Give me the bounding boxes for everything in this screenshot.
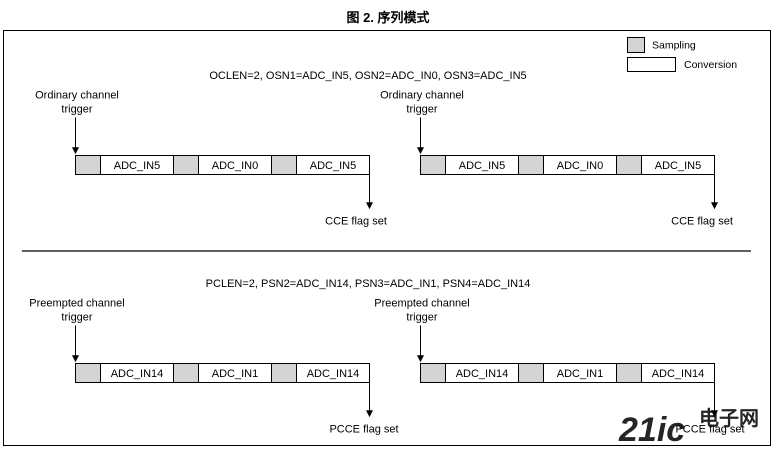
- ordinary-trigger-label-line2: trigger: [406, 104, 438, 116]
- sampling-segment: [75, 363, 101, 383]
- preempted-trigger-label-line2: trigger: [406, 312, 438, 324]
- sampling-segment: [518, 363, 544, 383]
- channel-label: ADC_IN1: [557, 368, 603, 380]
- sampling-segment: [271, 363, 297, 383]
- sampling-segment: [518, 155, 544, 175]
- channel-label: ADC_IN5: [310, 160, 356, 172]
- ordinary-config-text: OCLEN=2, OSN1=ADC_IN5, OSN2=ADC_IN0, OSN…: [209, 70, 526, 82]
- channel-label: ADC_IN5: [459, 160, 505, 172]
- preempted-trigger-label-line2: trigger: [61, 312, 93, 324]
- sampling-segment: [420, 155, 446, 175]
- legend-sampling-swatch: [627, 37, 645, 53]
- watermark-site-text: 电子网: [699, 407, 759, 430]
- ordinary-flag-label: CCE flag set: [671, 216, 733, 228]
- preempted-flag-label: PCCE flag set: [675, 424, 744, 436]
- channel-label: ADC_IN14: [652, 368, 705, 380]
- sampling-segment: [420, 363, 446, 383]
- legend-conversion-label: Conversion: [684, 59, 737, 71]
- channel-label: ADC_IN0: [557, 160, 603, 172]
- sampling-segment: [616, 155, 642, 175]
- ordinary-trigger-label-line1: Ordinary channel: [380, 90, 464, 102]
- legend-conversion-swatch: [627, 57, 676, 72]
- sampling-segment: [75, 155, 101, 175]
- sampling-segment: [616, 363, 642, 383]
- channel-label: ADC_IN0: [212, 160, 258, 172]
- ordinary-trigger-label-line1: Ordinary channel: [35, 90, 119, 102]
- sampling-segment: [173, 155, 199, 175]
- conversion-segment: [296, 155, 370, 175]
- ordinary-trigger-label-line2: trigger: [61, 104, 93, 116]
- channel-label: ADC_IN1: [212, 368, 258, 380]
- preempted-trigger-label-line1: Preempted channel: [29, 298, 124, 310]
- sampling-segment: [271, 155, 297, 175]
- figure-title: 图 2. 序列模式: [346, 10, 429, 25]
- channel-label: ADC_IN5: [655, 160, 701, 172]
- channel-label: ADC_IN14: [111, 368, 164, 380]
- preempted-config-text: PCLEN=2, PSN2=ADC_IN14, PSN3=ADC_IN1, PS…: [206, 278, 531, 290]
- conversion-segment: [296, 363, 370, 383]
- conversion-segment: [641, 363, 715, 383]
- channel-label: ADC_IN5: [114, 160, 160, 172]
- watermark-logo-text: 21ic: [618, 411, 685, 449]
- sampling-segment: [173, 363, 199, 383]
- watermark: 21ic 电子网: [618, 407, 759, 449]
- preempted-flag-label: PCCE flag set: [329, 424, 398, 436]
- channel-label: ADC_IN14: [456, 368, 509, 380]
- legend-sampling-label: Sampling: [652, 40, 696, 52]
- conversion-segment: [641, 155, 715, 175]
- legend: Sampling Conversion: [627, 37, 737, 72]
- ordinary-flag-label: CCE flag set: [325, 216, 387, 228]
- figure-frame: [3, 30, 771, 446]
- channel-label: ADC_IN14: [307, 368, 360, 380]
- preempted-trigger-label-line1: Preempted channel: [374, 298, 469, 310]
